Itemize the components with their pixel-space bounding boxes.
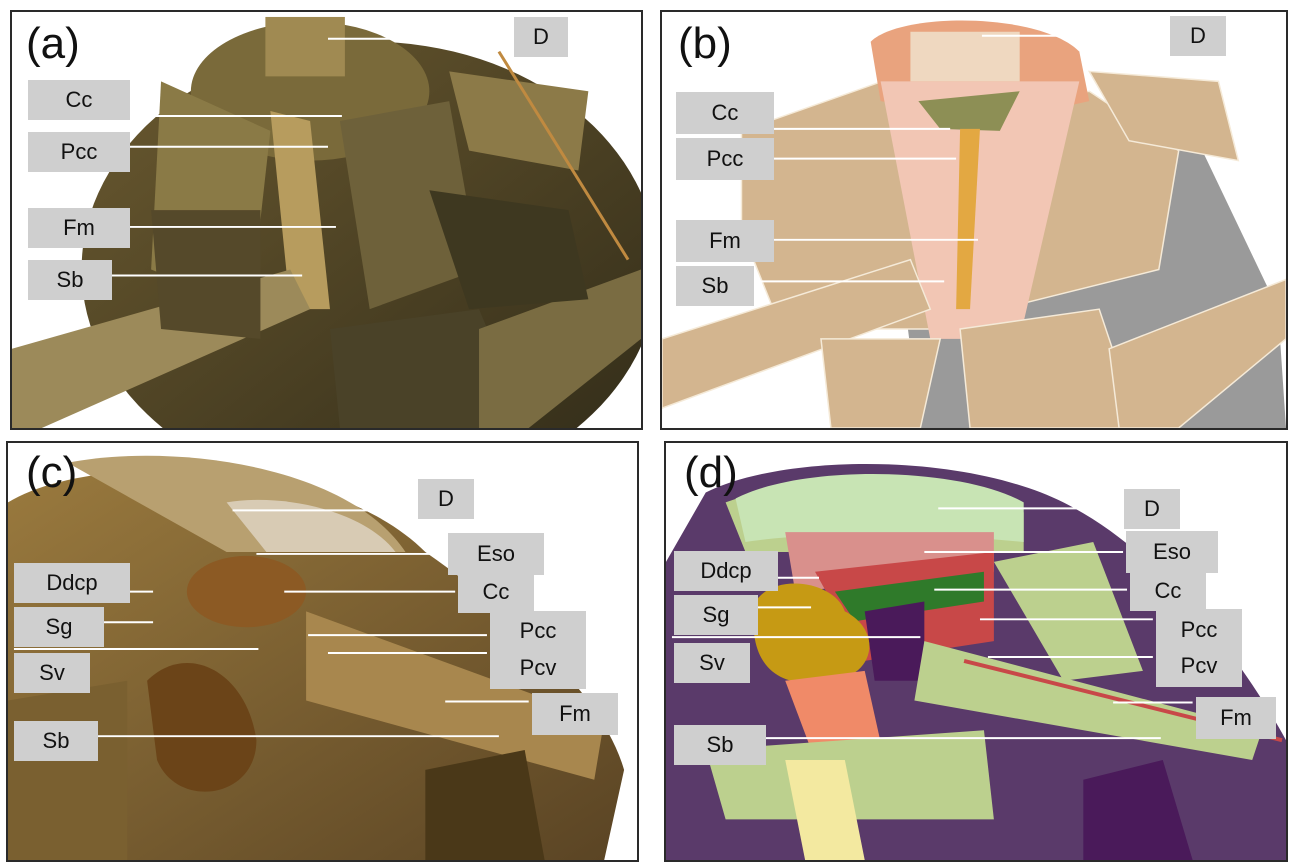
label-sg: Sg (674, 595, 758, 635)
label-pcv: Pcv (490, 647, 586, 689)
label-cc: Cc (458, 571, 534, 613)
panel-letter: (c) (26, 451, 77, 495)
label-sv: Sv (674, 643, 750, 683)
label-sb: Sb (28, 260, 112, 300)
label-sv: Sv (14, 653, 90, 693)
label-fm: Fm (1196, 697, 1276, 739)
label-cc: Cc (28, 80, 130, 120)
panel-b: (b) D Cc Pcc Fm Sb (660, 10, 1288, 430)
label-fm: Fm (676, 220, 774, 262)
label-ddcp: Ddcp (674, 551, 778, 591)
label-cc: Cc (1130, 571, 1206, 611)
label-cc: Cc (676, 92, 774, 134)
panel-letter: (d) (684, 451, 738, 495)
label-d: D (1170, 16, 1226, 56)
panel-letter: (a) (26, 22, 80, 66)
label-ddcp: Ddcp (14, 563, 130, 603)
panel-letter: (b) (678, 22, 732, 66)
label-eso: Eso (448, 533, 544, 575)
label-pcc: Pcc (490, 611, 586, 651)
label-d: D (418, 479, 474, 519)
label-fm: Fm (532, 693, 618, 735)
label-d: D (1124, 489, 1180, 529)
label-sb: Sb (674, 725, 766, 765)
label-pcv: Pcv (1156, 645, 1242, 687)
label-pcc: Pcc (28, 132, 130, 172)
label-d: D (514, 17, 568, 57)
panel-d: (d) D Eso Ddcp Cc Sg Pcc Sv Pcv Fm Sb (664, 441, 1288, 862)
panel-a: (a) D Cc Pcc Fm Sb (10, 10, 643, 430)
label-fm: Fm (28, 208, 130, 248)
label-pcc: Pcc (676, 138, 774, 180)
label-sg: Sg (14, 607, 104, 647)
label-sb: Sb (14, 721, 98, 761)
panel-c: (c) D Eso Ddcp Cc Sg Pcc Sv Pcv Fm Sb (6, 441, 639, 862)
label-sb: Sb (676, 266, 754, 306)
label-eso: Eso (1126, 531, 1218, 573)
